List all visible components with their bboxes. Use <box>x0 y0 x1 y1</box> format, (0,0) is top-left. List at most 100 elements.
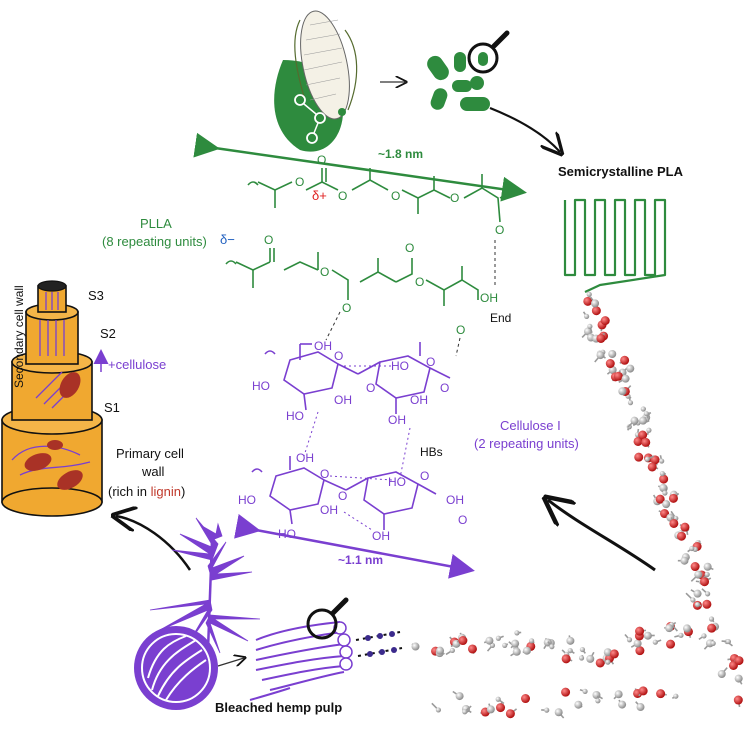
oxygen-atom <box>638 430 648 440</box>
carbon-atom <box>578 655 585 661</box>
oxygen-atom <box>620 355 630 365</box>
carbon-atom <box>659 470 665 477</box>
carbon-atom <box>436 646 445 655</box>
carbon-atom <box>633 639 642 648</box>
oxygen-atom <box>591 306 601 316</box>
carbon-atom <box>701 633 707 639</box>
carbon-atom <box>636 703 645 712</box>
hbond-dashed <box>325 311 341 341</box>
carbon-atom <box>725 638 731 645</box>
carbon-atom <box>566 636 575 645</box>
oxygen-atom <box>496 703 506 713</box>
atom-o: O <box>420 469 429 483</box>
hbond-dashed <box>455 337 461 357</box>
delta-minus-label: δ− <box>220 232 235 247</box>
carbon-atom <box>694 601 701 608</box>
carbon-atom <box>690 597 696 603</box>
atom-o: O <box>342 301 351 315</box>
carbon-atom <box>621 374 630 383</box>
cellulose-length-label: ~1.1 nm <box>338 553 383 567</box>
hemp-plant-icon <box>149 517 261 654</box>
atom-o: O <box>338 489 347 503</box>
rich-in-lignin-label: (rich in lignin) <box>108 484 185 499</box>
atom-oh: OH <box>446 493 464 507</box>
hbs-label: HBs <box>420 445 443 459</box>
atom-oh: OH <box>320 503 338 517</box>
molecular-chain-icon <box>411 291 744 719</box>
hemp-to-cellwall-arrow <box>116 516 192 571</box>
oxygen-atom <box>690 562 700 572</box>
atom-ho: HO <box>388 475 406 489</box>
carbon-atom <box>549 644 555 650</box>
carbon-atom <box>544 707 550 713</box>
oxygen-atom <box>596 333 606 343</box>
carbon-atom <box>626 637 633 643</box>
oxygen-atom <box>595 658 605 668</box>
atom-oh: OH <box>480 291 498 305</box>
atom-o: O <box>334 349 343 363</box>
bacteria-to-pla-arrow <box>489 106 560 152</box>
carbon-atom <box>462 709 468 715</box>
atom-o: O <box>450 191 459 205</box>
cellulose-name-label: Cellulose I <box>500 418 561 433</box>
carbon-atom <box>644 456 650 462</box>
cellulose-chain-bottom <box>251 456 437 530</box>
pla-lamella <box>563 198 667 293</box>
oxygen-atom <box>635 646 645 656</box>
oxygen-atom <box>605 359 615 369</box>
carbon-atom <box>574 700 583 709</box>
atom-o: O <box>458 513 467 527</box>
carbon-atom <box>659 483 668 492</box>
carbon-atom <box>717 669 726 678</box>
atom-o: O <box>338 189 347 203</box>
oxygen-atom <box>641 437 651 447</box>
oxygen-atom <box>707 623 717 633</box>
oxygen-atom <box>676 531 686 541</box>
carbon-atom <box>591 299 600 308</box>
cell-wall-icon <box>1 280 103 517</box>
s1-label: S1 <box>104 400 120 415</box>
oxygen-atom <box>656 689 666 699</box>
oxygen-atom <box>561 687 571 697</box>
oxygen-atom <box>505 709 515 719</box>
carbon-atom <box>626 364 635 373</box>
carbon-atom <box>643 631 652 640</box>
atom-o: O <box>440 381 449 395</box>
carbon-atom <box>584 313 590 320</box>
primary-cell-wall-label-line1: Primary cell <box>116 446 184 461</box>
oxygen-atom <box>734 656 744 666</box>
carbon-atom <box>678 632 684 638</box>
carbon-atom <box>662 490 668 496</box>
carbon-atom <box>587 323 593 330</box>
carbon-atom <box>486 705 495 714</box>
carbon-atom <box>627 400 634 406</box>
carbon-atom <box>495 635 502 641</box>
atom-ho: HO <box>238 493 256 507</box>
secondary-cell-wall-label: Secondary cell wall <box>12 285 26 388</box>
carbon-atom <box>680 556 689 565</box>
carbon-atom <box>449 647 455 654</box>
carbon-atom <box>673 693 679 699</box>
carbon-atom <box>584 327 593 336</box>
cellulose-units-label: (2 repeating units) <box>474 436 579 451</box>
atom-oh: OH <box>372 529 390 543</box>
carbon-atom <box>435 707 441 713</box>
carbon-atom <box>586 654 595 663</box>
carbon-atom <box>529 638 535 644</box>
carbon-atom <box>683 624 692 633</box>
pulp-fibril-icon <box>249 597 403 701</box>
atom-o: O <box>264 233 273 247</box>
atom-o: O <box>495 223 504 237</box>
bacteria-magnifier-icon <box>427 30 510 111</box>
oxygen-atom <box>467 644 477 654</box>
atom-oh: OH <box>296 451 314 465</box>
carbon-atom <box>511 639 520 648</box>
atom-o: O <box>320 265 329 279</box>
plla-length-arrow <box>193 132 527 202</box>
atom-o: O <box>456 323 465 337</box>
oxygen-atom <box>609 649 619 659</box>
corn-icon <box>274 10 358 152</box>
oxygen-atom <box>733 695 743 705</box>
carbon-atom <box>411 642 420 651</box>
fiber-to-fibril-arrow <box>217 658 244 667</box>
